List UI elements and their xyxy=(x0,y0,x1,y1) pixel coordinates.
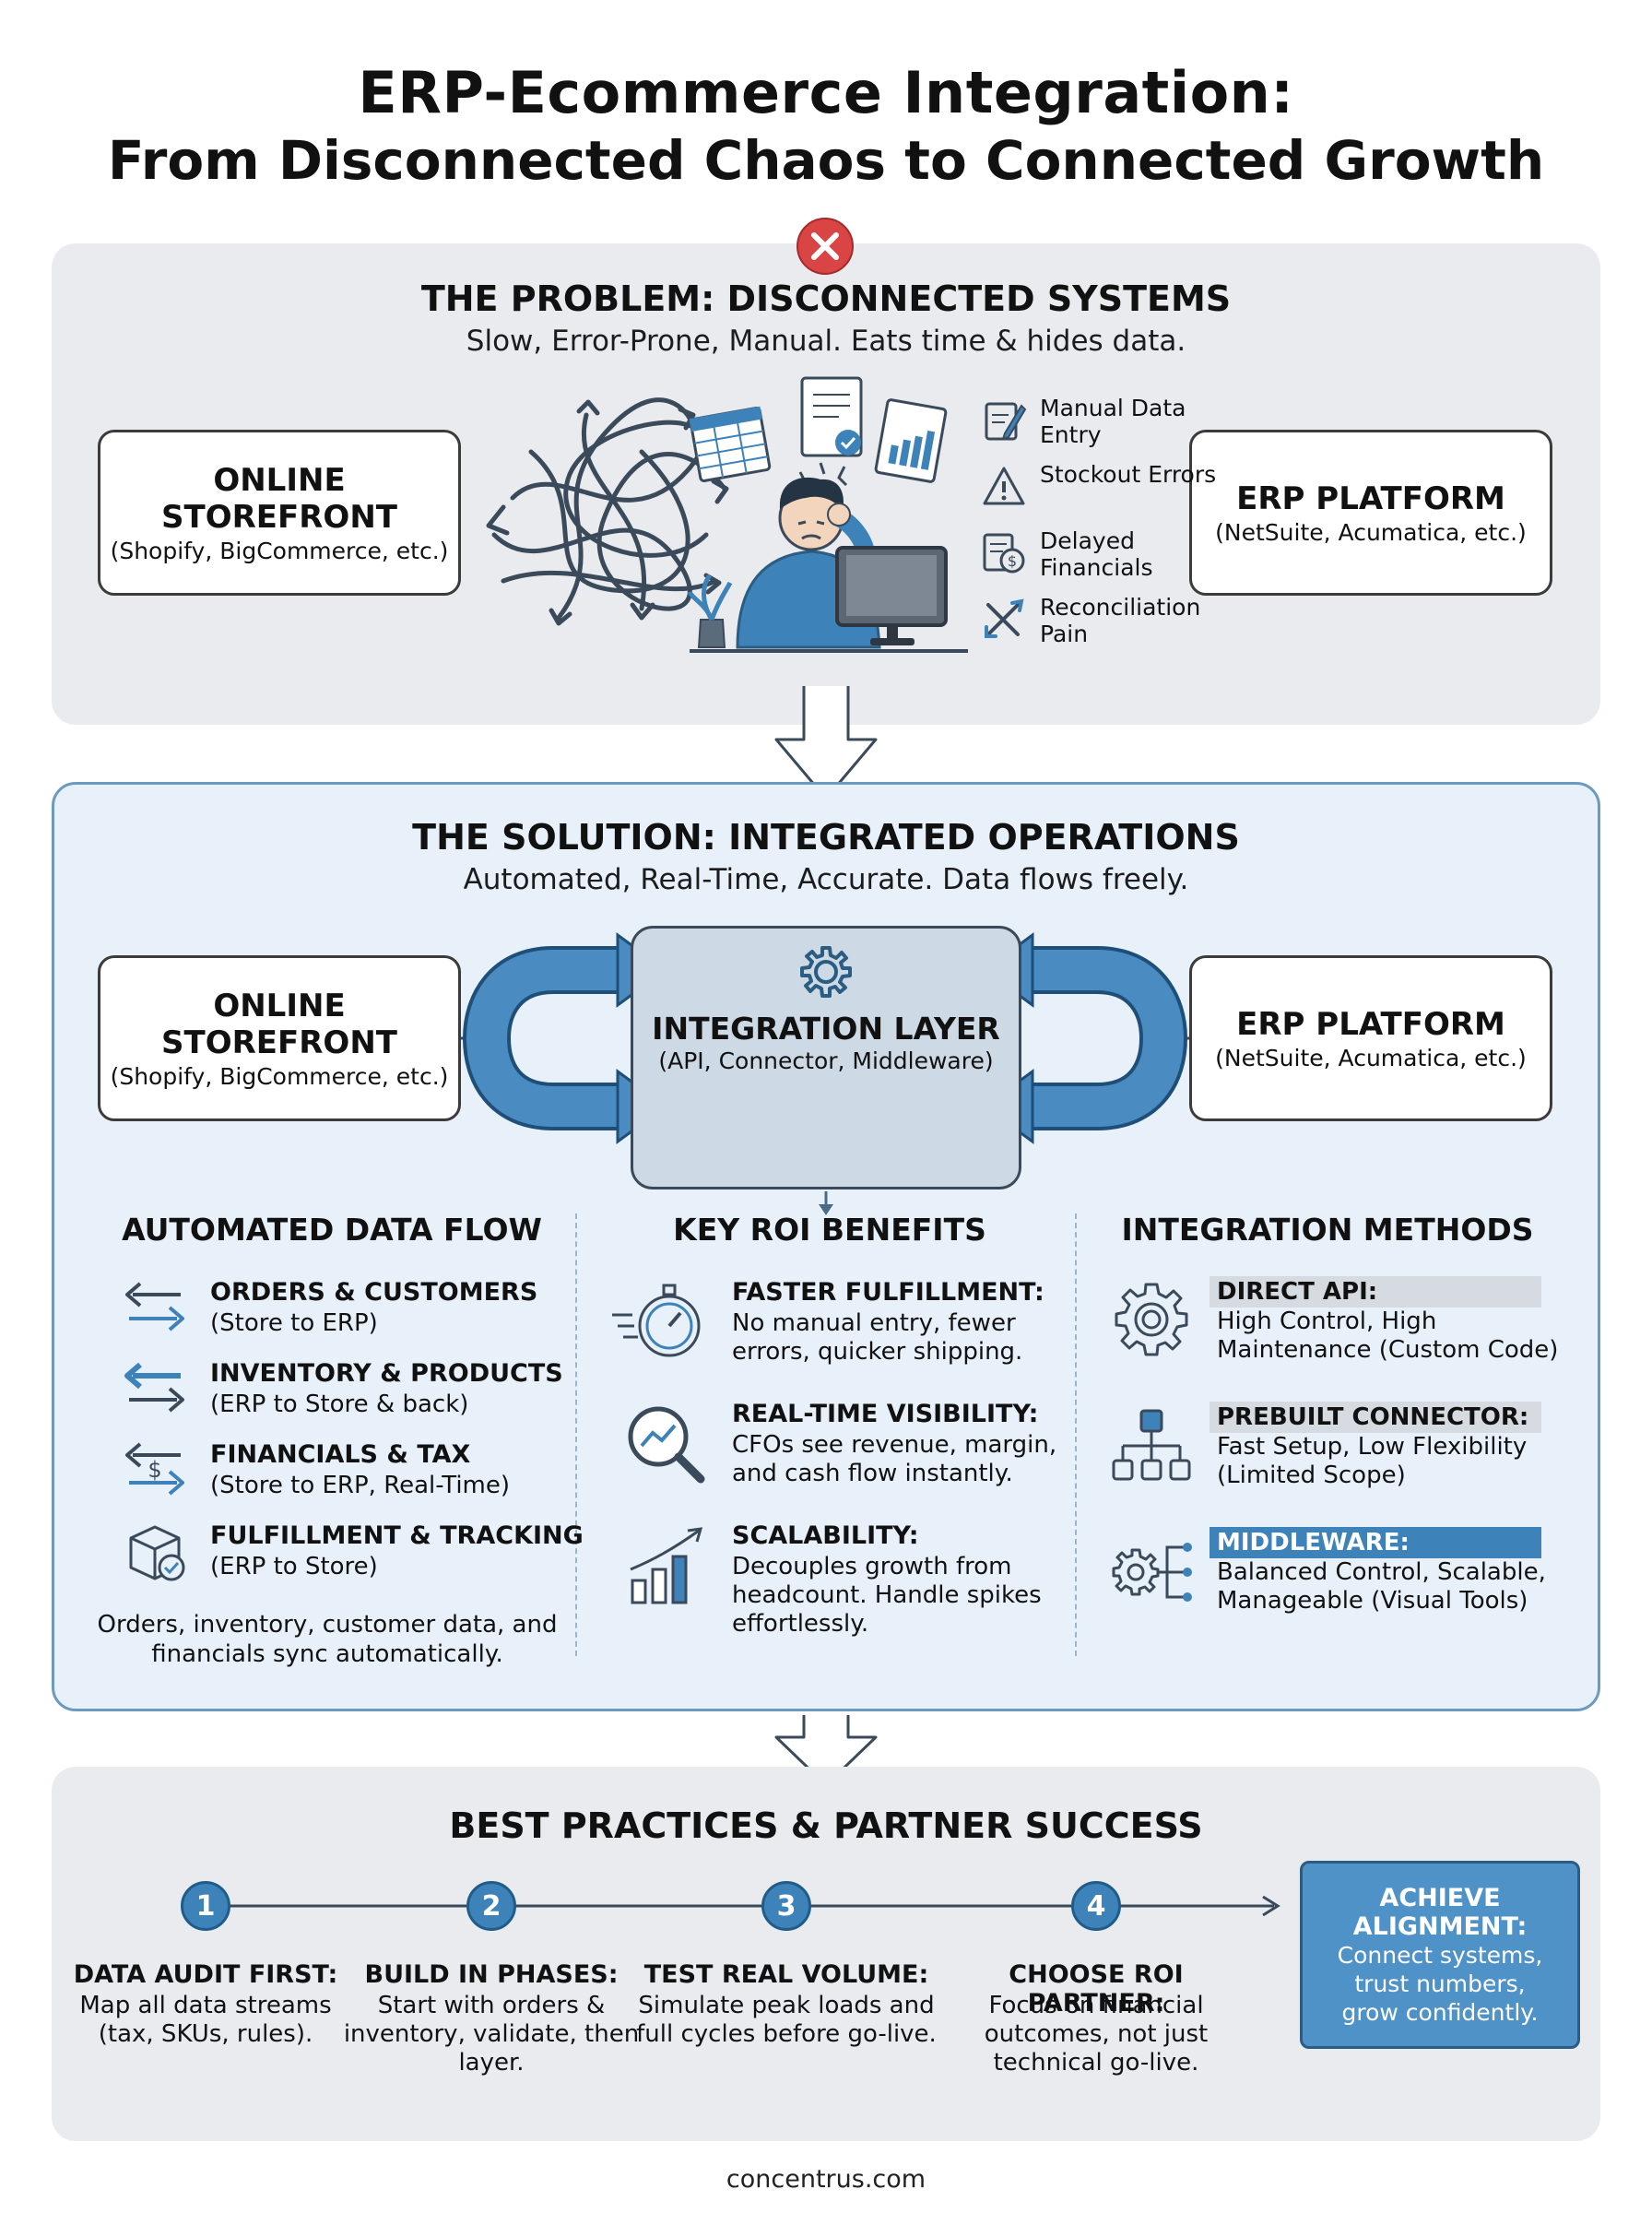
gear-icon xyxy=(800,946,852,998)
svg-text:$: $ xyxy=(1008,552,1017,570)
page-title-line-1: ERP-Ecommerce Integration: xyxy=(358,59,1294,126)
problem-storefront-sub: (Shopify, BigCommerce, etc.) xyxy=(110,537,449,564)
step-desc: Focus on financial outcomes, not just te… xyxy=(984,1992,1209,2077)
pain-manual-entry: Manual Data Entry xyxy=(1040,395,1186,448)
pain-stockout: Stockout Errors xyxy=(1040,461,1217,488)
svg-text:$: $ xyxy=(148,1457,161,1483)
problem-erp-box: ERP PLATFORM (NetSuite, Acumatica, etc.) xyxy=(1189,430,1552,596)
step-title: DATA AUDIT FIRST: xyxy=(73,1960,338,1989)
problem-subtitle: Slow, Error-Prone, Manual. Eats time & h… xyxy=(466,325,1186,358)
step-desc: Simulate peak loads and full cycles befo… xyxy=(636,1992,937,2048)
benefits-title: KEY ROI BENEFITS xyxy=(673,1212,986,1248)
stressed-worker-illustration xyxy=(687,376,968,653)
delayed-financials-icon: $ xyxy=(983,533,1025,574)
goal-desc: Connect systems, trust numbers, grow con… xyxy=(1337,1941,1543,2026)
step-number: 1 xyxy=(181,1881,230,1931)
step-number: 4 xyxy=(1071,1881,1121,1931)
flow-item-title: ORDERS & CUSTOMERS xyxy=(210,1278,538,1307)
api-gear-icon xyxy=(1115,1283,1188,1356)
methods-title: INTEGRATION METHODS xyxy=(1121,1212,1534,1248)
benefit-title: REAL-TIME VISIBILITY: xyxy=(732,1400,1039,1428)
step-title: BUILD IN PHASES: xyxy=(364,1960,619,1989)
step-title: CHOOSE ROI PARTNER: xyxy=(1009,1960,1184,2018)
column-divider xyxy=(575,1213,577,1656)
solution-erp-sub: (NetSuite, Acumatica, etc.) xyxy=(1215,1044,1527,1071)
method-title-highlight: MIDDLEWARE: xyxy=(1210,1527,1541,1558)
timeline-arrow xyxy=(203,1895,1280,1917)
solution-erp-box: ERP PLATFORM (NetSuite, Acumatica, etc.) xyxy=(1189,955,1552,1121)
problem-title: THE PROBLEM: DISCONNECTED SYSTEMS xyxy=(420,278,1232,319)
solution-storefront-box: ONLINE STOREFRONT (Shopify, BigCommerce,… xyxy=(98,955,461,1121)
stopwatch-icon xyxy=(612,1284,701,1357)
method-desc: Balanced Control, Scalable, Manageable (… xyxy=(1217,1558,1546,1615)
manual-entry-icon xyxy=(985,402,1027,441)
sync-arrows-orders-icon xyxy=(125,1282,184,1331)
connector-hierarchy-icon xyxy=(1112,1409,1191,1481)
step-desc: Start with orders & inventory, validate,… xyxy=(343,1992,640,2077)
problem-storefront-box: ONLINE STOREFRONT (Shopify, BigCommerce,… xyxy=(98,430,461,596)
pain-reconciliation: Reconciliation Pain xyxy=(1040,594,1201,647)
problem-erp-sub: (NetSuite, Acumatica, etc.) xyxy=(1215,518,1527,546)
benefit-desc: No manual entry, fewer errors, quicker s… xyxy=(732,1309,1023,1366)
goal-title: ACHIEVE ALIGNMENT: xyxy=(1352,1883,1528,1941)
tangled-arrows-icon xyxy=(486,397,729,626)
middleware-icon xyxy=(1112,1543,1192,1602)
method-desc: Fast Setup, Low Flexibility (Limited Sco… xyxy=(1217,1433,1528,1489)
solution-storefront-sub: (Shopify, BigCommerce, etc.) xyxy=(110,1062,449,1090)
problem-storefront-name: ONLINE STOREFRONT xyxy=(161,461,397,536)
spreadsheet-icon xyxy=(689,406,772,482)
benefit-title: FASTER FULFILLMENT: xyxy=(732,1278,1044,1307)
method-desc: High Control, High Maintenance (Custom C… xyxy=(1217,1308,1559,1364)
page-title-line-2: From Disconnected Chaos to Connected Gro… xyxy=(107,129,1545,192)
method-title: DIRECT API: xyxy=(1210,1276,1541,1308)
flow-title: AUTOMATED DATA FLOW xyxy=(122,1212,542,1248)
warning-icon xyxy=(983,467,1025,505)
flow-item-title: INVENTORY & PRODUCTS xyxy=(210,1359,563,1388)
column-divider xyxy=(1075,1213,1077,1656)
reconciliation-icon xyxy=(985,598,1024,638)
financials-sync-icon: $ xyxy=(125,1442,184,1496)
sync-arrows-inventory-icon xyxy=(124,1362,184,1413)
flow-note: Orders, inventory, customer data, and fi… xyxy=(97,1611,558,1668)
magnifier-chart-icon xyxy=(628,1406,705,1484)
solution-subtitle: Automated, Real-Time, Accurate. Data flo… xyxy=(463,863,1189,896)
achieve-alignment-box: ACHIEVE ALIGNMENT: Connect systems, trus… xyxy=(1300,1861,1580,2049)
step-number: 3 xyxy=(761,1881,811,1931)
problem-erp-name: ERP PLATFORM xyxy=(1236,479,1505,517)
solution-erp-name: ERP PLATFORM xyxy=(1236,1005,1505,1043)
footer-url: concentrus.com xyxy=(726,2165,926,2194)
flow-item-sub: (Store to ERP) xyxy=(210,1309,378,1337)
flow-item-title: FULFILLMENT & TRACKING xyxy=(210,1521,584,1550)
step-title: TEST REAL VOLUME: xyxy=(643,1960,929,1989)
benefit-desc: Decouples growth from headcount. Handle … xyxy=(732,1553,1042,1638)
pain-delayed-financials: Delayed Financials xyxy=(1040,527,1153,581)
flow-item-sub: (ERP to Store & back) xyxy=(210,1391,469,1418)
practices-title: BEST PRACTICES & PARTNER SUCCESS xyxy=(449,1805,1203,1846)
flow-item-title: FINANCIALS & TAX xyxy=(210,1440,471,1469)
integration-layer-box xyxy=(631,926,1021,1189)
step-desc: Map all data streams (tax, SKUs, rules). xyxy=(79,1992,332,2048)
error-x-icon xyxy=(796,218,854,275)
benefit-title: SCALABILITY: xyxy=(732,1521,919,1550)
flow-item-sub: (Store to ERP, Real-Time) xyxy=(210,1472,511,1499)
package-check-icon xyxy=(129,1525,185,1581)
integration-layer-sub: (API, Connector, Middleware) xyxy=(658,1047,994,1074)
integration-layer-name: INTEGRATION LAYER xyxy=(652,1011,1000,1047)
growth-chart-icon xyxy=(630,1527,703,1604)
step-number: 2 xyxy=(466,1881,516,1931)
flow-item-sub: (ERP to Store) xyxy=(210,1553,378,1580)
method-title: PREBUILT CONNECTOR: xyxy=(1210,1402,1541,1433)
benefit-desc: CFOs see revenue, margin, and cash flow … xyxy=(732,1431,1057,1487)
solution-storefront-name: ONLINE STOREFRONT xyxy=(161,987,397,1061)
solution-title: THE SOLUTION: INTEGRATED OPERATIONS xyxy=(412,817,1240,858)
